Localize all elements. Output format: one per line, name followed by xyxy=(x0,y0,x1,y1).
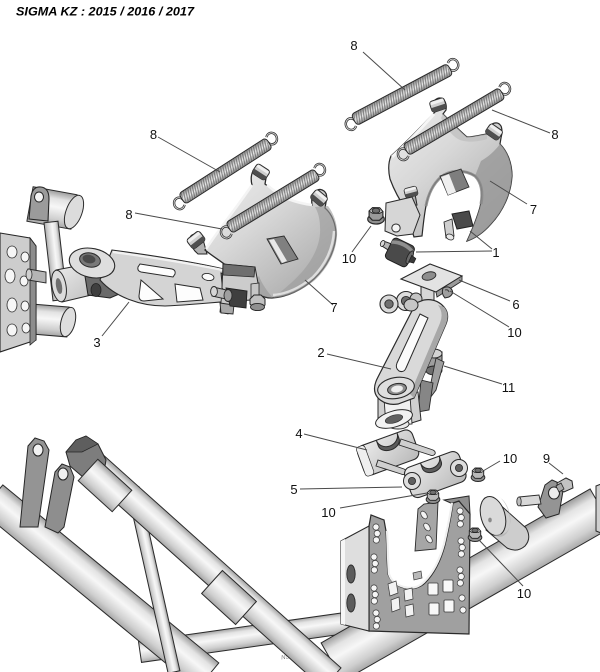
svg-text:SIGMA KZ : 2015 / 2016 / 2017: SIGMA KZ : 2015 / 2016 / 2017 xyxy=(16,7,195,19)
svg-text:2: 2 xyxy=(317,345,324,360)
svg-text:10: 10 xyxy=(503,451,517,466)
svg-text:7: 7 xyxy=(330,300,337,315)
svg-text:11: 11 xyxy=(502,380,516,395)
svg-text:10: 10 xyxy=(321,505,335,520)
svg-text:6: 6 xyxy=(512,297,519,312)
svg-text:8: 8 xyxy=(551,127,558,142)
svg-text:9: 9 xyxy=(543,451,550,466)
svg-text:8: 8 xyxy=(125,207,132,222)
svg-text:10: 10 xyxy=(507,325,521,340)
svg-text:10: 10 xyxy=(342,251,356,266)
svg-text:7: 7 xyxy=(530,202,537,217)
svg-text:10: 10 xyxy=(517,586,531,601)
svg-text:8: 8 xyxy=(150,127,157,142)
svg-text:5: 5 xyxy=(290,482,297,497)
svg-text:3: 3 xyxy=(93,335,100,350)
svg-text:8: 8 xyxy=(350,38,357,53)
svg-text:1: 1 xyxy=(492,245,499,260)
svg-text:4: 4 xyxy=(295,426,302,441)
